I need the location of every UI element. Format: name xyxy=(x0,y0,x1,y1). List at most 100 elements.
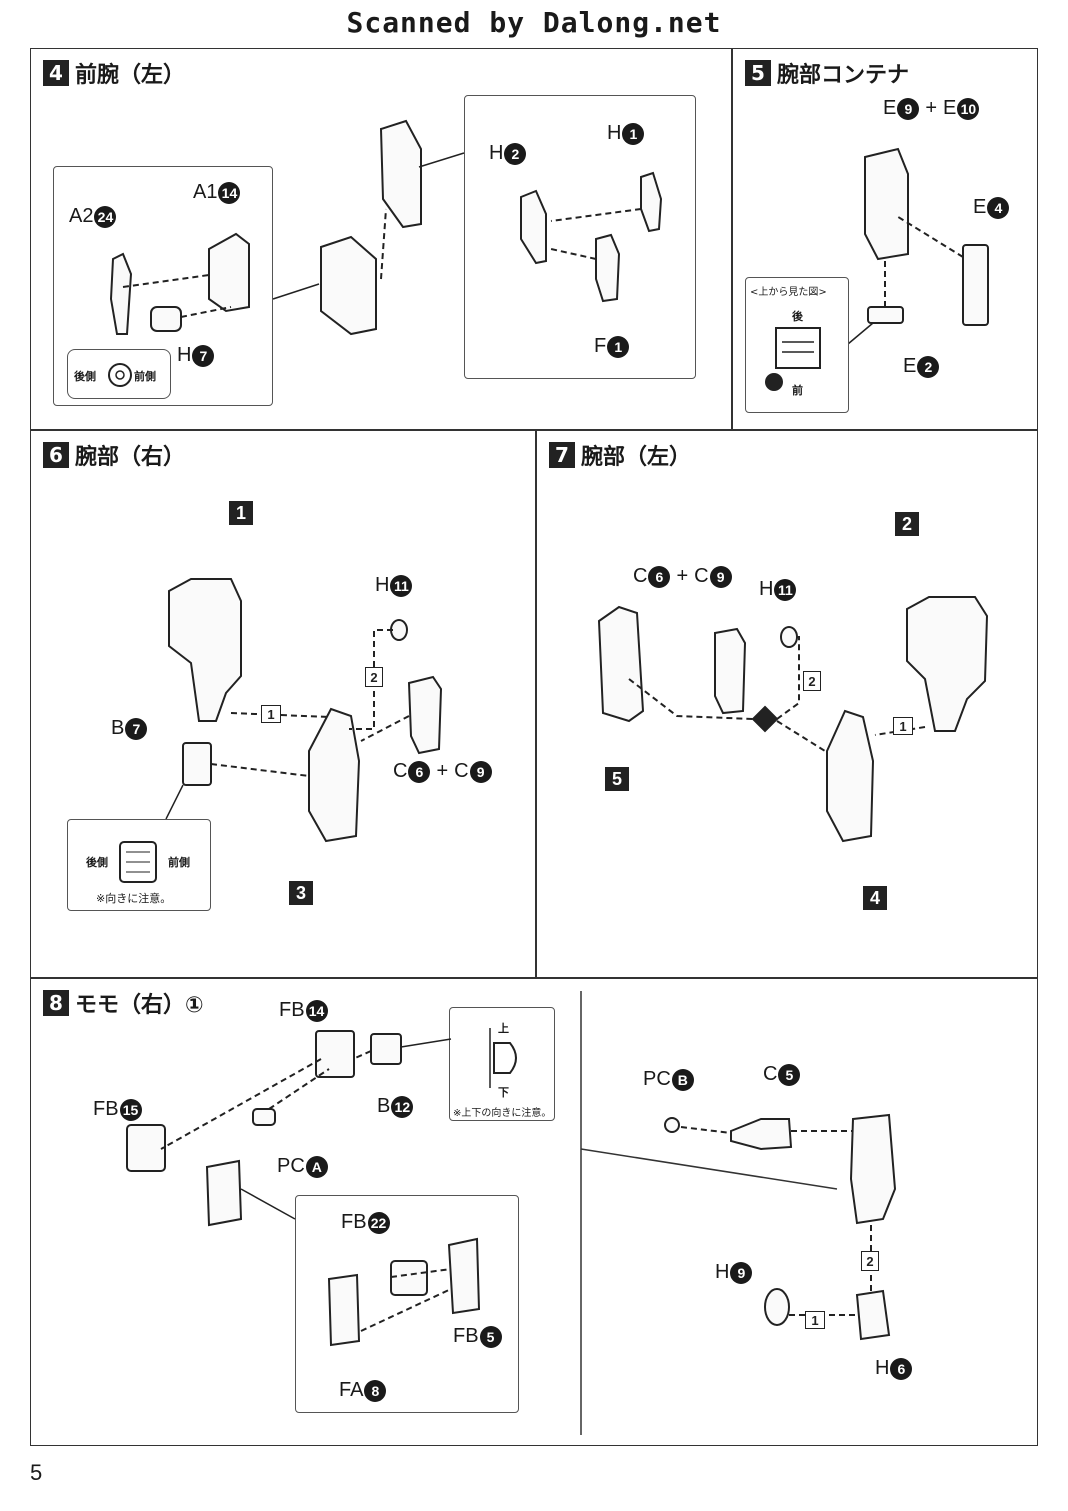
label-e9-num: 9 xyxy=(897,97,920,120)
label-e2-num: 2 xyxy=(917,355,940,378)
label-h7-letter: H xyxy=(177,344,192,366)
label-fa8-num: 8 xyxy=(364,1379,387,1402)
step-title: 前腕（左） xyxy=(75,63,186,88)
part-pcb xyxy=(664,1117,680,1133)
part-fa8 xyxy=(327,1273,361,1347)
label-c9-num: 9 xyxy=(709,565,732,588)
thigh-assembly xyxy=(849,1113,897,1225)
label-fb5-num: 5 xyxy=(479,1325,502,1348)
upper-arm xyxy=(906,596,989,732)
label-fb22-num: 22 xyxy=(367,1211,390,1234)
label-h1-num: 1 xyxy=(622,122,645,145)
label-b12-letter: B xyxy=(377,1095,391,1117)
label-e2-letter: E xyxy=(903,355,917,377)
label-c9-letter: C xyxy=(454,760,469,782)
top-view-part xyxy=(765,327,821,391)
forearm-body xyxy=(320,235,377,336)
orientation-box: 後側 前側 xyxy=(67,349,171,399)
label-h7-num: 7 xyxy=(192,344,215,367)
label-fb22-letter: FB xyxy=(341,1211,367,1233)
marker-5: 5 xyxy=(605,767,629,791)
thigh-frame xyxy=(205,1159,243,1227)
label-fb14-num: 14 xyxy=(305,999,328,1022)
step-8-heading: 8 モモ（右）① xyxy=(43,987,204,1019)
part-h9 xyxy=(764,1288,790,1326)
note-front: 前側 xyxy=(168,856,190,869)
part-e2 xyxy=(867,306,904,324)
step-title: モモ（右）① xyxy=(75,993,204,1018)
part-fb5 xyxy=(447,1237,481,1315)
label-c6-num: 6 xyxy=(648,565,671,588)
step-number: 8 xyxy=(43,990,69,1016)
marker-4: 4 xyxy=(863,886,887,910)
step-5-diagram xyxy=(847,147,989,345)
top-view-front: 前 xyxy=(792,384,803,397)
marker-1: 1 xyxy=(229,501,253,525)
note-back: 後側 xyxy=(86,856,108,869)
step-5-heading: 5 腕部コンテナ xyxy=(745,57,909,89)
note-caution: ※上下の向きに注意。 xyxy=(453,1108,552,1119)
part-e4 xyxy=(962,244,989,326)
label-fa8-letter: FA xyxy=(339,1379,364,1401)
label-pca-num: A xyxy=(305,1155,328,1178)
arrow-marker-1: 1 xyxy=(893,717,913,735)
label-f1-letter: F xyxy=(594,335,607,357)
label-fb14-letter: FB xyxy=(279,999,305,1021)
step-number: 4 xyxy=(43,60,69,86)
forearm-top xyxy=(379,119,422,229)
part-b12 xyxy=(370,1033,402,1065)
label-h2-num: 2 xyxy=(504,142,527,165)
arrow-marker-2: 2 xyxy=(861,1251,879,1271)
label-pcb-letter: PC xyxy=(643,1068,671,1090)
label-a1-num: 14 xyxy=(218,181,241,204)
page-number: 5 xyxy=(30,1460,43,1485)
label-h11-letter: H xyxy=(375,574,390,596)
container-body xyxy=(864,147,909,261)
label-pcb-num: B xyxy=(671,1068,694,1091)
label-h11-num: 11 xyxy=(774,578,797,601)
label-h9-letter: H xyxy=(715,1261,730,1283)
label-b7-letter: B xyxy=(111,717,125,739)
orientation-note-box: 上 下 ※上下の向きに注意。 xyxy=(449,1007,555,1121)
label-c5-letter: C xyxy=(763,1063,778,1085)
direction-note-box: 後側 前側 ※向きに注意。 xyxy=(67,819,211,911)
label-c6-letter: C xyxy=(393,760,408,782)
top-view-box: <上から見た図> 後 前 xyxy=(745,277,849,413)
label-e10-letter: E xyxy=(943,97,957,119)
step-title: 腕部（右） xyxy=(75,445,186,470)
part-c5 xyxy=(730,1118,793,1151)
part-h11 xyxy=(390,619,408,641)
marker-2: 2 xyxy=(895,512,919,536)
step-7-heading: 7 腕部（左） xyxy=(549,439,691,471)
note-part-icon xyxy=(119,841,157,883)
label-fb5-letter: FB xyxy=(453,1325,479,1347)
arrow-marker-2: 2 xyxy=(803,671,821,691)
top-view-back: 後 xyxy=(792,310,803,323)
plus-sign: + xyxy=(436,760,449,782)
arrow-marker-1: 1 xyxy=(261,705,281,723)
label-c9-letter: C xyxy=(694,565,709,587)
arrow-marker-2: 2 xyxy=(365,667,383,687)
label-h2-letter: H xyxy=(489,142,504,164)
part-c6-c9 xyxy=(407,675,443,755)
joint-icon xyxy=(751,705,779,733)
step-number: 6 xyxy=(43,442,69,468)
step-title: 腕部コンテナ xyxy=(777,63,910,88)
label-e9-letter: E xyxy=(883,97,897,119)
